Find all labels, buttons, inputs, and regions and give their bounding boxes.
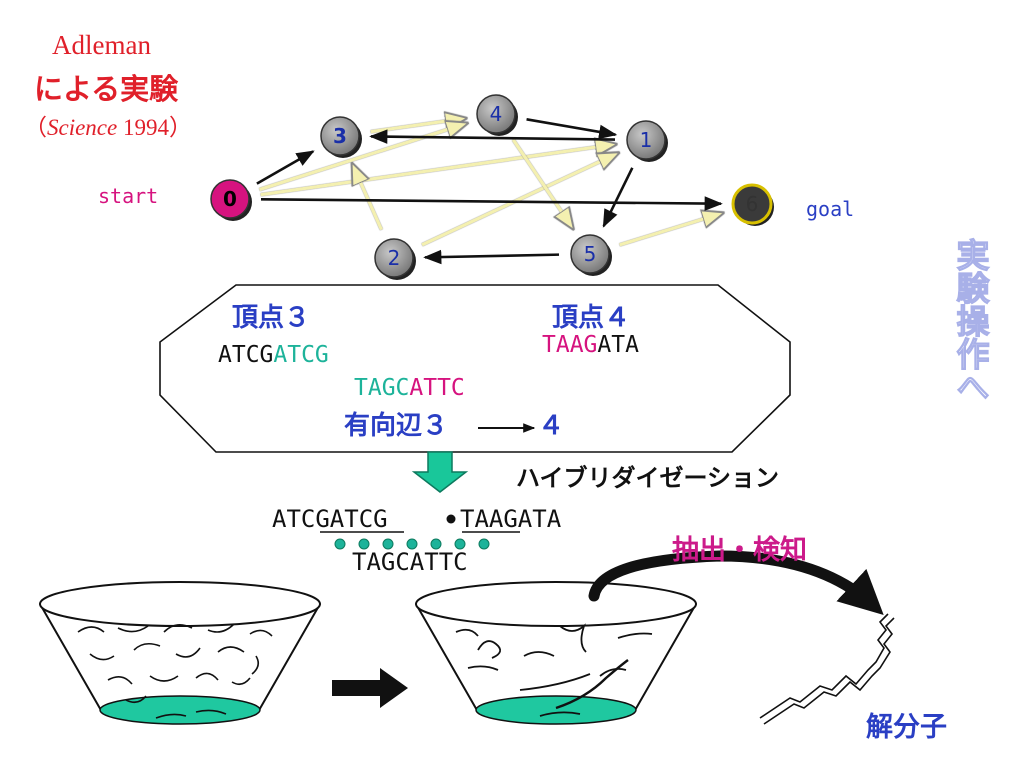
graph-edges bbox=[256, 118, 723, 265]
edge-label: 有向辺３ bbox=[344, 410, 448, 441]
edge-0-3 bbox=[256, 150, 315, 185]
vertex4-seq-a: TAAG bbox=[542, 332, 597, 358]
hybridization-label: ハイブリダイゼーション bbox=[516, 464, 780, 492]
edge-2-1 bbox=[421, 153, 618, 247]
strand-complement: TAGCATTC bbox=[352, 548, 468, 576]
citation-paren-close: ） bbox=[168, 115, 192, 140]
edge-2-3 bbox=[353, 164, 383, 231]
node-3: 3 bbox=[320, 116, 362, 158]
bond-dot-6 bbox=[478, 538, 490, 550]
edge-sequence: TAGCATTC bbox=[354, 375, 465, 401]
edge-seq-b: ATTC bbox=[409, 375, 464, 401]
bond-dot-3 bbox=[406, 538, 418, 550]
vertex4-sequence: TAAGATA bbox=[542, 332, 639, 358]
bond-dot-4 bbox=[430, 538, 442, 550]
ligation-dot bbox=[446, 514, 456, 524]
bowl-right-liquid bbox=[475, 695, 637, 725]
node-3-label: 3 bbox=[333, 124, 347, 148]
node-0-label: 0 bbox=[223, 187, 237, 211]
citation-paren-open: （ bbox=[24, 115, 47, 140]
node-5-label: 5 bbox=[584, 242, 597, 266]
graph-nodes: 0 1 2 3 4 5 6 bbox=[210, 94, 774, 280]
edge-seq-a: TAGC bbox=[354, 375, 409, 401]
bowl-left-liquid bbox=[99, 695, 261, 725]
vertex4-label: 頂点４ bbox=[552, 302, 630, 333]
vertex3-seq-a: ATCG bbox=[218, 342, 273, 368]
bowl-left bbox=[39, 581, 321, 725]
experiment-procedure-link[interactable]: 実験操作へ bbox=[950, 237, 990, 403]
edge-1-5 bbox=[602, 167, 634, 228]
node-2-label: 2 bbox=[388, 246, 401, 270]
vertex3-label: 頂点３ bbox=[232, 302, 310, 333]
bond-dot-5 bbox=[454, 538, 466, 550]
edge-label-end: ４ bbox=[538, 411, 564, 441]
edge-0-1 bbox=[260, 144, 616, 197]
vertex4-seq-b: ATA bbox=[597, 332, 639, 358]
node-5: 5 bbox=[570, 234, 612, 276]
bond-dot-1 bbox=[358, 538, 370, 550]
edge-4-5 bbox=[511, 138, 572, 229]
bowl-right bbox=[415, 581, 697, 725]
strand-right: TAAGATA bbox=[460, 505, 562, 533]
hydrogen-bonds bbox=[334, 538, 490, 550]
edge-1-3 bbox=[369, 129, 616, 144]
node-1: 1 bbox=[626, 120, 668, 162]
encoding-panel bbox=[159, 284, 791, 453]
node-6-label: 6 bbox=[746, 192, 759, 216]
edge-4-1 bbox=[526, 118, 618, 140]
edge-0-4 bbox=[259, 123, 467, 192]
bond-dot-2 bbox=[382, 538, 394, 550]
hybridization-arrow bbox=[411, 451, 469, 493]
node-4-label: 4 bbox=[490, 102, 503, 126]
solution-molecule bbox=[759, 613, 895, 725]
node-0: 0 bbox=[210, 179, 252, 221]
node-4: 4 bbox=[476, 94, 518, 136]
edge-5-6 bbox=[619, 213, 723, 247]
bond-dot-0 bbox=[334, 538, 346, 550]
goal-label: goal bbox=[806, 197, 854, 221]
solution-molecule-label: 解分子 bbox=[866, 712, 947, 743]
citation-year: 1994 bbox=[117, 115, 169, 140]
node-2: 2 bbox=[374, 238, 416, 280]
vertex3-sequence: ATCGATCG bbox=[218, 342, 329, 368]
title-adleman: Adleman bbox=[52, 30, 151, 60]
extraction-arrow bbox=[588, 550, 884, 615]
edge-0-6 bbox=[260, 196, 723, 211]
extract-detect-label: 抽出・検知 bbox=[672, 535, 807, 566]
node-6: 6 bbox=[731, 183, 774, 226]
node-1-label: 1 bbox=[640, 128, 653, 152]
citation-journal: Science bbox=[47, 115, 118, 140]
process-arrow bbox=[332, 668, 408, 708]
title-citation: （Science 1994） bbox=[24, 108, 192, 142]
strand-left: ATCGATCG bbox=[272, 505, 388, 533]
vertex3-seq-b: ATCG bbox=[273, 342, 328, 368]
edge-5-2 bbox=[423, 249, 560, 265]
start-label: start bbox=[98, 184, 158, 208]
title-experiment: による実験 bbox=[34, 72, 179, 106]
